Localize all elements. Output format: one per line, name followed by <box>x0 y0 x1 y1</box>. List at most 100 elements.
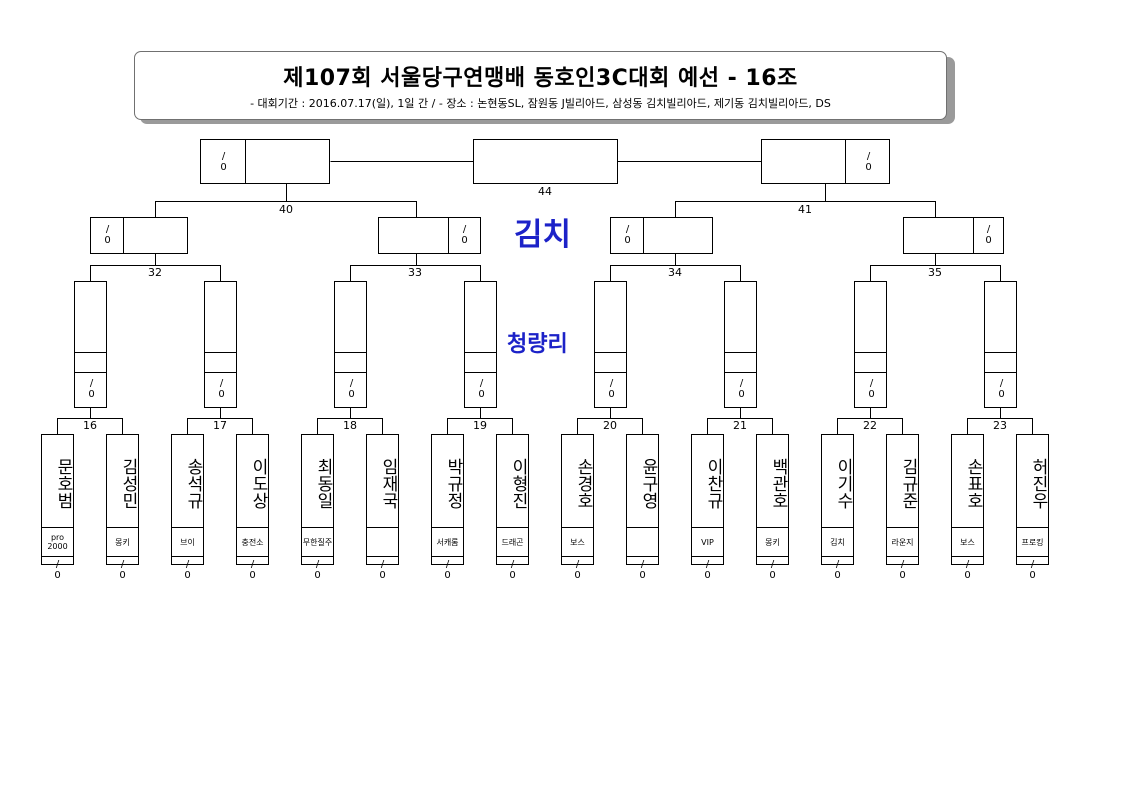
player-score: /0 <box>899 559 906 581</box>
player-club: 몽키 <box>757 527 788 557</box>
player-card: 백관호 몽키 /0 <box>756 434 789 581</box>
score: /0 <box>220 151 227 173</box>
score: /0 <box>624 224 631 246</box>
header-panel: 제107회 서울당구연맹배 동호인3C대회 예선 - 16조 - 대회기간 : … <box>134 51 947 120</box>
divider <box>245 140 246 183</box>
page-title: 제107회 서울당구연맹배 동호인3C대회 예선 - 16조 <box>283 66 798 91</box>
quarter-slot: /0 <box>854 281 887 408</box>
player-club: 충전소 <box>237 527 268 557</box>
divider <box>973 218 974 253</box>
score: /0 <box>218 378 225 400</box>
player-card: 최동일 무한질주 /0 <box>301 434 334 581</box>
bracket-line <box>447 418 513 434</box>
player-card: 허진우 프로킹 /0 <box>1016 434 1049 581</box>
quarter-slot: /0 <box>984 281 1017 408</box>
match-number-33: 33 <box>408 266 422 279</box>
divider <box>75 352 106 353</box>
divider <box>123 218 124 253</box>
player-score: /0 <box>54 559 61 581</box>
score: /0 <box>865 151 872 173</box>
divider <box>335 352 366 353</box>
match-number-35: 35 <box>928 266 942 279</box>
final-slot-left: /0 <box>200 139 330 184</box>
player-name: 이찬규 <box>703 457 723 509</box>
player-card: 임재국 /0 <box>366 434 399 581</box>
score: /0 <box>461 224 468 246</box>
player-score: /0 <box>314 559 321 581</box>
bracket-line <box>870 265 1001 281</box>
match-number-23: 23 <box>993 419 1007 432</box>
player-score: /0 <box>184 559 191 581</box>
bracket-line <box>967 418 1033 434</box>
score: /0 <box>348 378 355 400</box>
divider <box>335 372 366 373</box>
player-score: /0 <box>379 559 386 581</box>
player-club: 서캐롬 <box>432 527 463 557</box>
player-name: 송석규 <box>183 457 203 509</box>
divider <box>985 352 1016 353</box>
player-card: 이형진 드래곤 /0 <box>496 434 529 581</box>
event-info: - 대회기간 : 2016.07.17(일), 1일 간 / - 장소 : 논현… <box>250 97 831 110</box>
match-number-41: 41 <box>798 203 812 216</box>
divider <box>725 372 756 373</box>
player-card: 손경호 보스 /0 <box>561 434 594 581</box>
player-club <box>367 527 398 557</box>
bracket-line <box>350 265 481 281</box>
player-club: 보스 <box>952 527 983 557</box>
player-name: 백관호 <box>768 457 788 509</box>
semi-slot: /0 <box>610 217 713 254</box>
quarter-slot: /0 <box>334 281 367 408</box>
divider <box>448 218 449 253</box>
match-number-34: 34 <box>668 266 682 279</box>
score: /0 <box>998 378 1005 400</box>
bracket-line <box>155 201 417 217</box>
player-name: 김성민 <box>118 457 138 509</box>
player-club: VIP <box>692 527 723 557</box>
player-name: 김규준 <box>898 457 918 509</box>
bracket-line <box>90 265 221 281</box>
bracket-line <box>707 418 773 434</box>
divider <box>205 372 236 373</box>
bracket-line <box>317 418 383 434</box>
semi-slot: /0 <box>378 217 481 254</box>
player-score: /0 <box>119 559 126 581</box>
quarter-slot: /0 <box>594 281 627 408</box>
player-card: 김규준 라운지 /0 <box>886 434 919 581</box>
divider <box>855 372 886 373</box>
player-score: /0 <box>249 559 256 581</box>
bracket-line <box>610 265 741 281</box>
divider <box>465 352 496 353</box>
divider <box>643 218 644 253</box>
divider <box>75 372 106 373</box>
player-score: /0 <box>769 559 776 581</box>
player-card: 박규정 서캐롬 /0 <box>431 434 464 581</box>
player-name: 최동일 <box>313 457 333 509</box>
quarter-slot: /0 <box>204 281 237 408</box>
divider <box>985 372 1016 373</box>
quarter-slot: /0 <box>74 281 107 408</box>
score: /0 <box>985 224 992 246</box>
player-club: 프로킹 <box>1017 527 1048 557</box>
match-number-22: 22 <box>863 419 877 432</box>
match-number-40: 40 <box>279 203 293 216</box>
player-score: /0 <box>574 559 581 581</box>
match-number-32: 32 <box>148 266 162 279</box>
player-club: 브이 <box>172 527 203 557</box>
player-name: 손경호 <box>573 457 593 509</box>
match-number-17: 17 <box>213 419 227 432</box>
player-card: 송석규 브이 /0 <box>171 434 204 581</box>
player-name: 손표호 <box>963 457 983 509</box>
divider <box>595 372 626 373</box>
score: /0 <box>104 224 111 246</box>
bracket-line <box>57 418 123 434</box>
match-number-20: 20 <box>603 419 617 432</box>
venue-label-final: 김치 <box>514 217 572 253</box>
divider <box>205 352 236 353</box>
divider <box>595 352 626 353</box>
score: /0 <box>88 378 95 400</box>
match-number-19: 19 <box>473 419 487 432</box>
score: /0 <box>608 378 615 400</box>
divider <box>855 352 886 353</box>
player-name: 임재국 <box>378 457 398 509</box>
semi-slot: /0 <box>903 217 1004 254</box>
